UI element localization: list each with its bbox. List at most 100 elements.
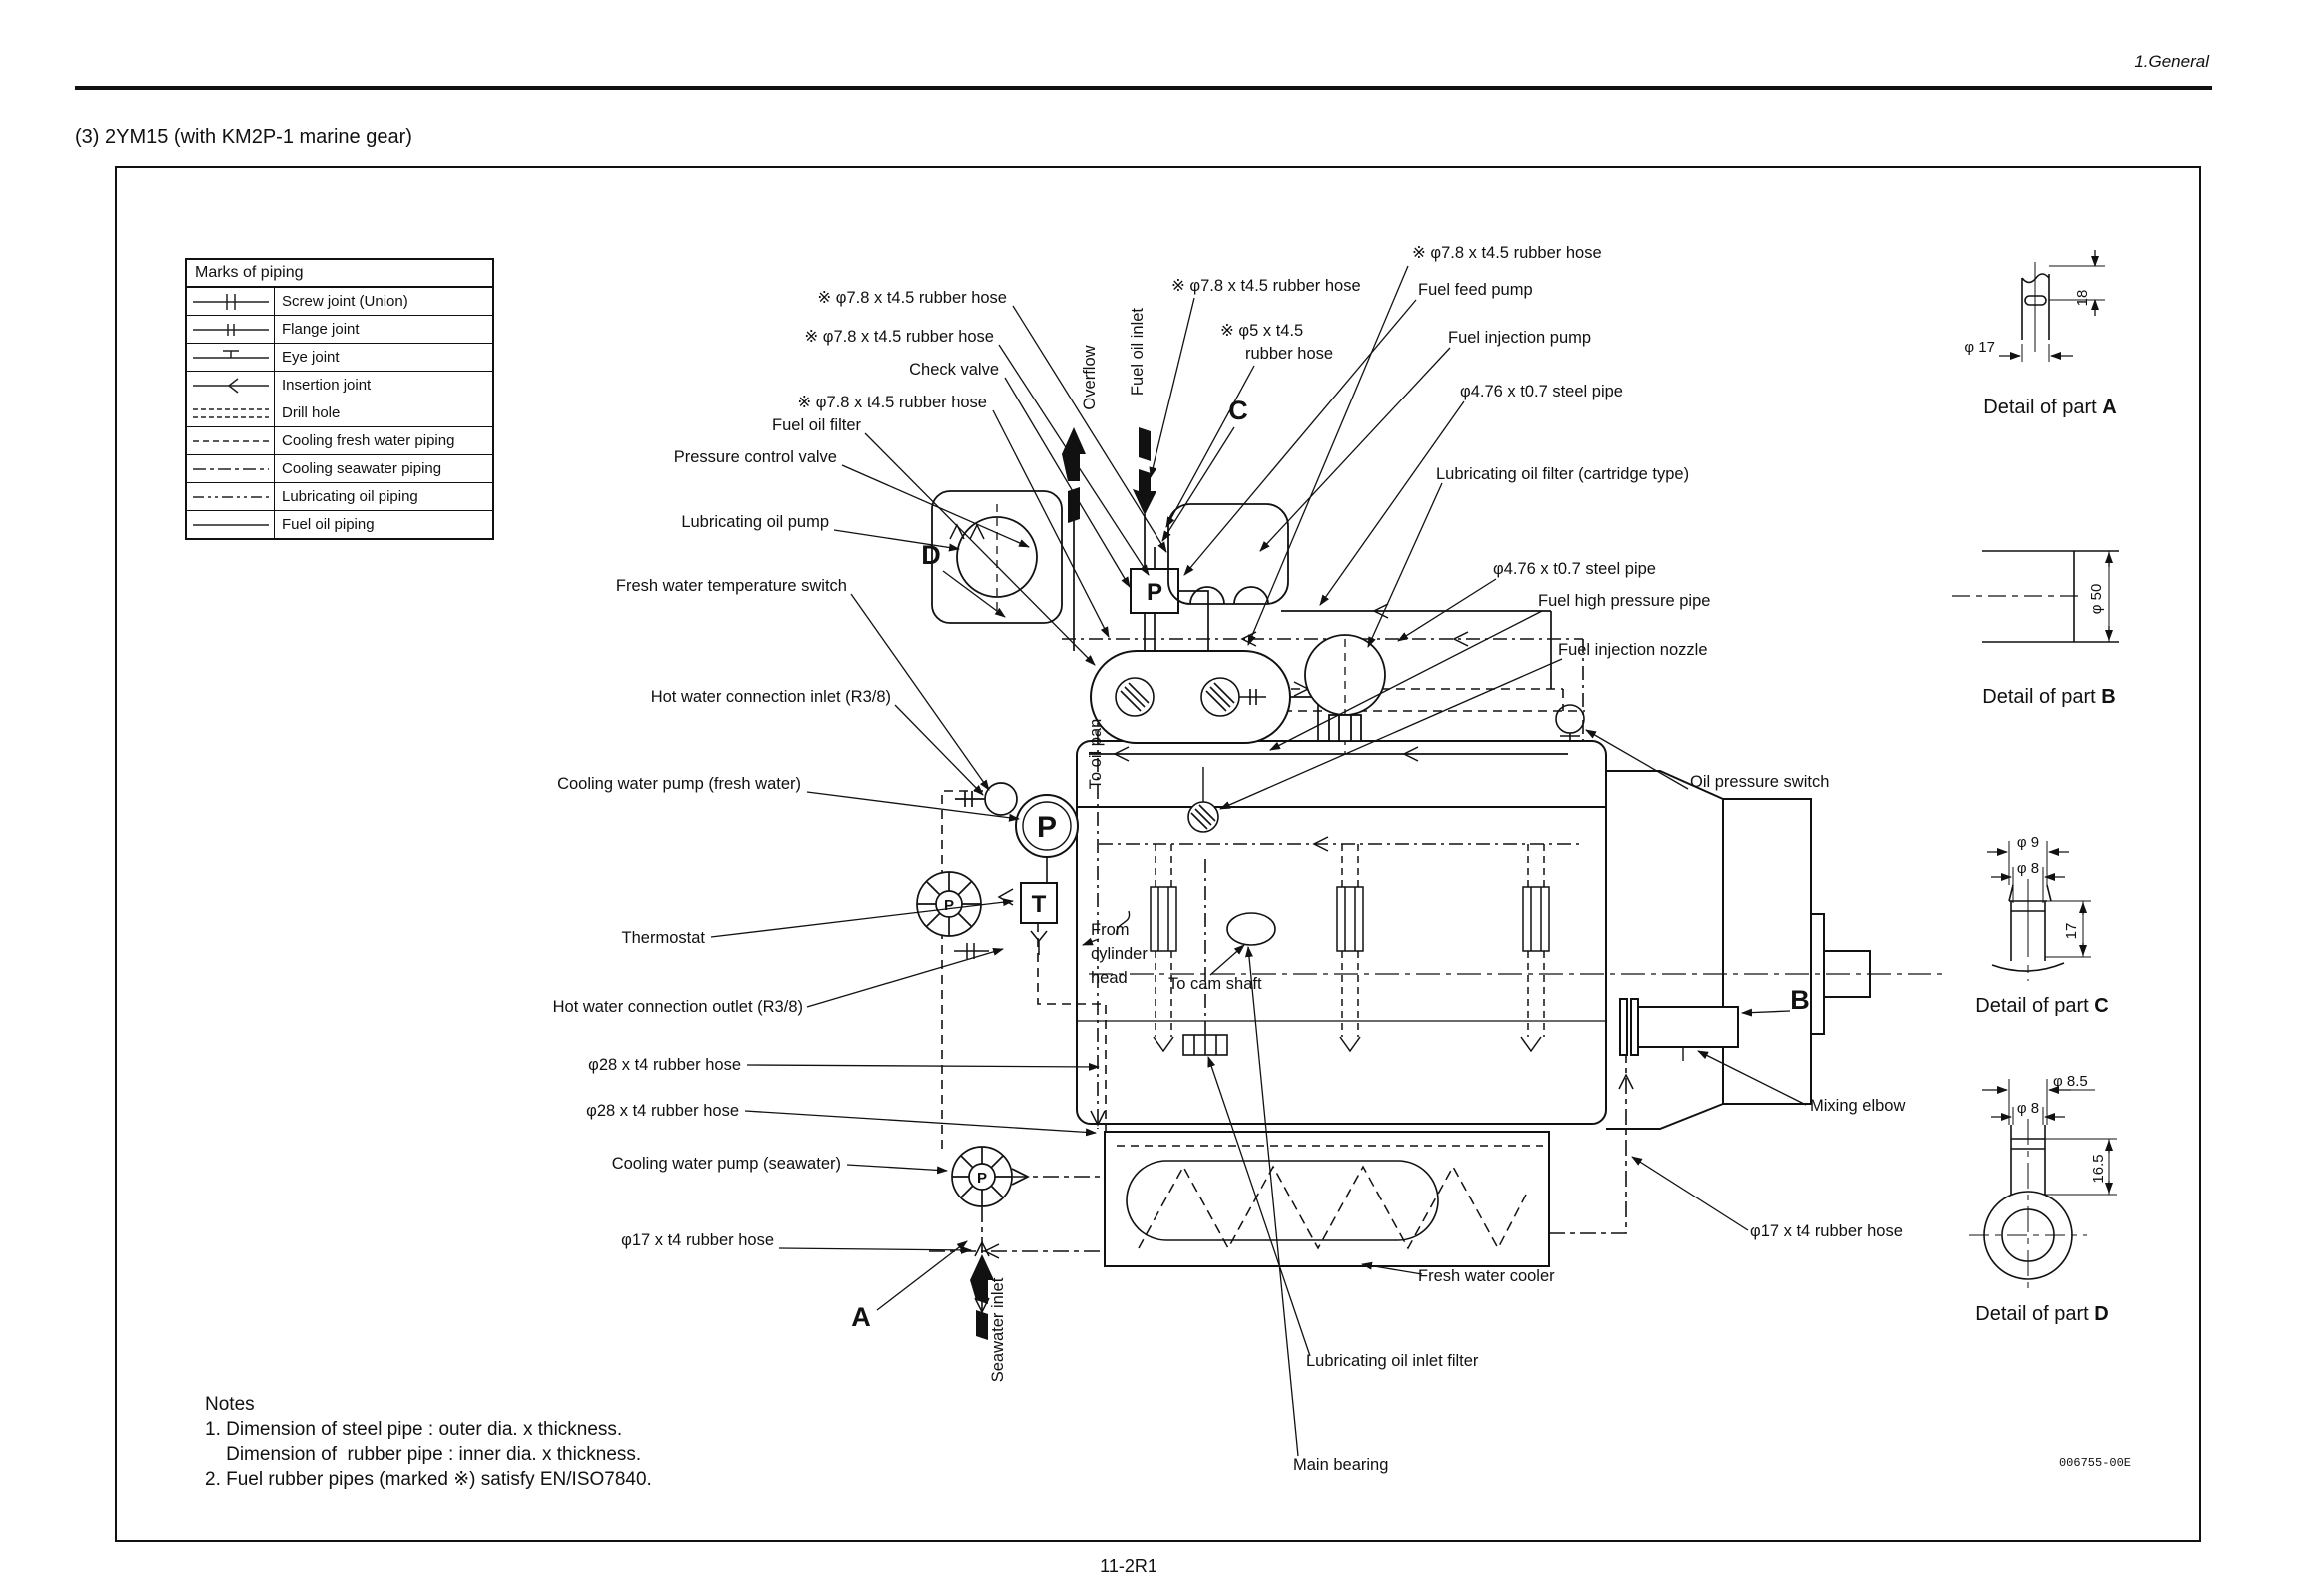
drill-hole-symbol [187, 399, 275, 426]
flow-arrow-fuel-inlet [1133, 427, 1156, 515]
fuel-oil-filter-assembly [1090, 650, 1291, 744]
legend-row: Fuel oil piping [187, 511, 492, 538]
lbl-mixing-elbow: Mixing elbow [1810, 1097, 1905, 1115]
letter-p-impeller-2: P [977, 1170, 987, 1187]
letter-p-impeller-1: P [944, 897, 954, 914]
thermostat-box [954, 882, 1058, 959]
lbl-rubber-hose-5-2: rubber hose [1245, 345, 1333, 363]
legend-row: Cooling seawater piping [187, 455, 492, 483]
lbl-thermostat: Thermostat [622, 929, 706, 947]
fresh-water-symbol [187, 427, 275, 454]
legend-label: Drill hole [282, 404, 341, 421]
lbl-rubber-hose-78-a: ※ φ7.8 x t4.5 rubber hose [817, 289, 1007, 307]
lbl-hose-28-b: φ28 x t4 rubber hose [586, 1102, 739, 1120]
legend-row: Drill hole [187, 399, 492, 427]
lbl-rubber-hose-78-d: ※ φ7.8 x t4.5 rubber hose [1412, 244, 1602, 262]
note-line: 2. Fuel rubber pipes (marked ※) satisfy … [205, 1469, 652, 1490]
lbl-fuel-feed-pump: Fuel feed pump [1418, 281, 1533, 299]
lubricating-oil-filter [1304, 634, 1386, 754]
mixing-elbow [1619, 998, 1739, 1061]
lbl-rubber-hose-5-1: ※ φ5 x t4.5 [1220, 322, 1303, 340]
legend-row: Cooling fresh water piping [187, 427, 492, 455]
lbl-rubber-hose-78-b: ※ φ7.8 x t4.5 rubber hose [804, 328, 994, 346]
lube-oil-symbol [187, 483, 275, 510]
detail-part-c [1987, 841, 2091, 981]
note-line: Dimension of rubber pipe : inner dia. x … [205, 1444, 642, 1465]
legend-row: Insertion joint [187, 372, 492, 399]
page-title: (3) 2YM15 (with KM2P-1 marine gear) [75, 126, 412, 148]
lbl-steel-pipe-476-a: φ4.76 x t0.7 steel pipe [1460, 383, 1623, 400]
lbl-rubber-hose-78-c: ※ φ7.8 x t4.5 rubber hose [797, 394, 987, 411]
lbl-from-cyl-2: cylinder [1091, 945, 1148, 963]
detail-part-a [1999, 250, 2105, 362]
injector-assemblies [1150, 844, 1550, 1053]
letter-a: A [851, 1302, 871, 1332]
letter-b: B [1790, 985, 1810, 1015]
legend-label: Lubricating oil piping [282, 488, 418, 505]
lbl-lub-oil-filter: Lubricating oil filter (cartridge type) [1436, 465, 1689, 483]
cooling-water-pump-seawater [951, 1146, 1030, 1207]
legend-row: Screw joint (Union) [187, 288, 492, 316]
lbl-overflow: Overflow [1081, 345, 1099, 409]
lbl-seawater-inlet: Seawater inlet [989, 1277, 1007, 1382]
caption-detail-a: Detail of part A [1983, 397, 2116, 418]
lbl-from-cyl-1: From [1091, 921, 1130, 939]
header-rule [75, 86, 2212, 90]
screw-joint-symbol [187, 288, 275, 315]
legend-label: Fuel oil piping [282, 516, 375, 533]
insertion-joint-symbol [187, 372, 275, 399]
legend-label: Cooling seawater piping [282, 460, 442, 477]
lbl-lub-oil-inlet-filter: Lubricating oil inlet filter [1306, 1352, 1479, 1370]
dim-phi8-d: φ 8 [2017, 1100, 2039, 1117]
lbl-pressure-control-valve: Pressure control valve [674, 448, 837, 466]
lbl-hose-17-right: φ17 x t4 rubber hose [1750, 1222, 1903, 1240]
legend-row: Flange joint [187, 316, 492, 344]
fuel-arrows [1113, 603, 1419, 762]
dim-17-c: 17 [2063, 923, 2080, 940]
legend-row: Eye joint [187, 344, 492, 372]
lbl-main-bearing: Main bearing [1293, 1456, 1388, 1474]
lbl-check-valve: Check valve [909, 361, 999, 379]
notes-title: Notes [205, 1394, 255, 1415]
caption-detail-c: Detail of part C [1975, 995, 2108, 1017]
dim-165-d: 16.5 [2090, 1154, 2107, 1183]
lbl-cooling-pump-seawater: Cooling water pump (seawater) [612, 1155, 841, 1173]
legend-label: Screw joint (Union) [282, 293, 408, 310]
letter-d: D [921, 540, 941, 570]
letter-t-thermostat: T [1032, 891, 1047, 918]
fuel-injection-pump [1167, 503, 1289, 605]
flange-joint-symbol [187, 316, 275, 343]
lbl-steel-pipe-476-b: φ4.76 x t0.7 steel pipe [1493, 560, 1656, 578]
dim-phi17-a: φ 17 [1964, 339, 1995, 356]
lbl-fresh-water-cooler: Fresh water cooler [1418, 1267, 1555, 1285]
lbl-hot-water-inlet: Hot water connection inlet (R3/8) [651, 688, 891, 706]
lbl-fuel-high-pressure-pipe: Fuel high pressure pipe [1538, 592, 1710, 610]
legend-row: Lubricating oil piping [187, 483, 492, 511]
detail-part-d [1969, 1079, 2117, 1290]
chapter-header: 1.General [2134, 52, 2209, 71]
legend-label: Cooling fresh water piping [282, 432, 455, 449]
lbl-cooling-pump-fresh: Cooling water pump (fresh water) [557, 775, 801, 793]
lbl-fuel-oil-inlet: Fuel oil inlet [1129, 308, 1147, 396]
oil-inlet-strainer [1182, 1034, 1228, 1056]
piping-legend: Marks of piping Screw joint (Union)Flang… [185, 258, 494, 540]
lbl-oil-pressure-switch: Oil pressure switch [1690, 773, 1829, 791]
lbl-fuel-injection-nozzle: Fuel injection nozzle [1558, 641, 1708, 659]
dim-phi9-c: φ 9 [2017, 834, 2039, 851]
dim-phi8-c: φ 8 [2017, 860, 2039, 877]
flow-arrow-seawater-inlet [970, 1254, 994, 1340]
letter-c: C [1228, 396, 1248, 425]
caption-detail-b: Detail of part B [1982, 686, 2115, 708]
dim-18-a: 18 [2074, 290, 2091, 307]
lbl-hot-water-outlet: Hot water connection outlet (R3/8) [553, 998, 803, 1016]
page-number: 11-2R1 [1100, 1556, 1157, 1576]
lbl-hose-28-a: φ28 x t4 rubber hose [588, 1056, 741, 1074]
fresh-water-cooler [1104, 1131, 1550, 1267]
lbl-from-cyl-3: head [1091, 969, 1128, 987]
fuel-injection-nozzle-symbol [1187, 801, 1219, 833]
note-line: 1. Dimension of steel pipe : outer dia. … [205, 1419, 623, 1440]
eye-joint-symbol [187, 344, 275, 371]
